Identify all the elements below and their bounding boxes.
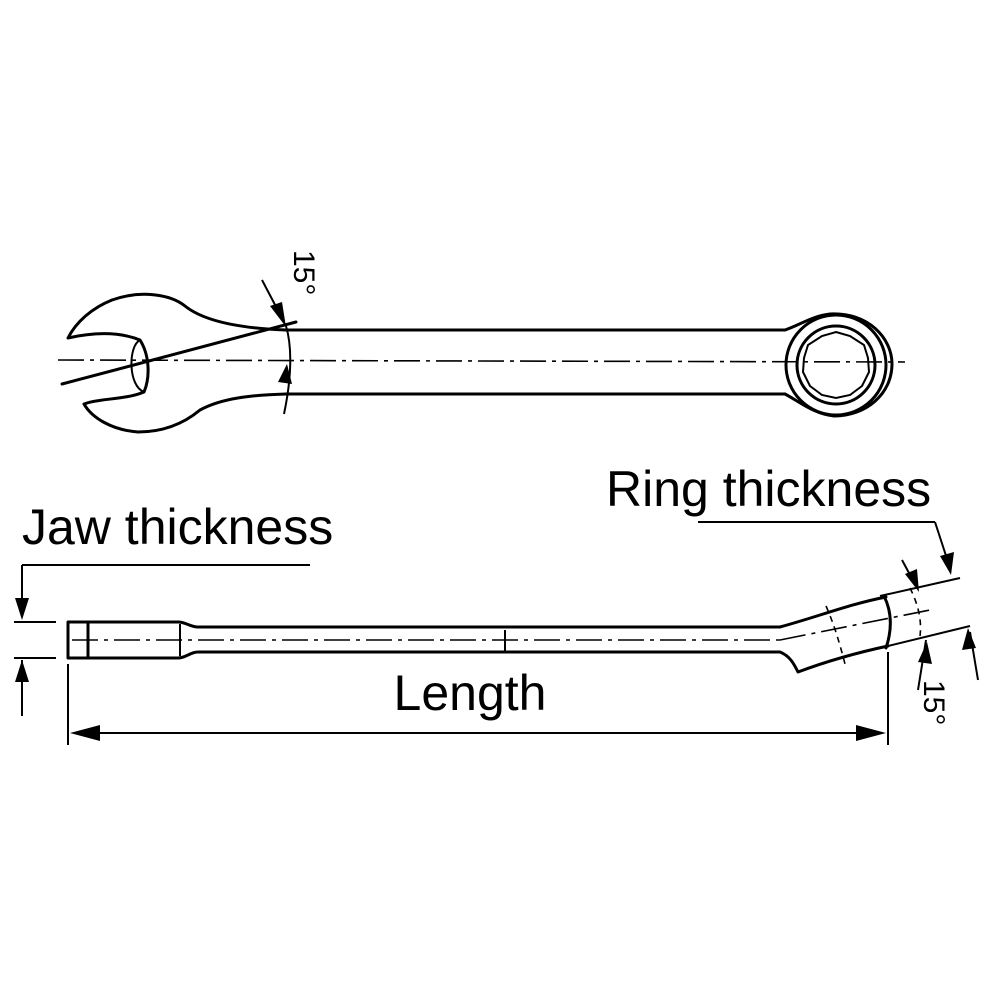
side-center-line-angled bbox=[779, 609, 931, 641]
ring-thickness-arrow-top bbox=[940, 552, 954, 575]
angle-arc-top bbox=[283, 325, 292, 415]
length-arrow-left bbox=[70, 725, 100, 741]
angle-label-top: 15° bbox=[287, 250, 320, 295]
side-handle-lower bbox=[86, 644, 890, 674]
side-angle-arrow-1 bbox=[918, 642, 932, 664]
jaw-angle-line bbox=[60, 320, 298, 386]
open-jaw-outline bbox=[66, 292, 288, 434]
ring-thickness-ext-1 bbox=[879, 577, 961, 597]
angle-arrowhead-top-1 bbox=[270, 302, 286, 327]
ring-end-inner bbox=[825, 605, 847, 669]
wrench-top-view: 15° bbox=[57, 250, 906, 434]
ring-thickness-label: Ring thickness bbox=[606, 461, 931, 517]
jaw-thickness-arrow-top bbox=[15, 598, 29, 620]
ring-twelve-point bbox=[801, 330, 871, 400]
jaw-thickness-arrow-bottom bbox=[15, 660, 29, 682]
ring-thickness-arrow-inner bbox=[905, 569, 919, 592]
top-center-line bbox=[57, 359, 906, 363]
angle-label-side: 15° bbox=[917, 680, 950, 725]
ring-thickness-ext-2 bbox=[887, 625, 971, 647]
jaw-thickness-label: Jaw thickness bbox=[22, 499, 333, 555]
length-label: Length bbox=[394, 665, 547, 721]
side-angle-arrow-2 bbox=[962, 628, 976, 650]
angle-arrowhead-top-2 bbox=[278, 364, 292, 384]
length-arrow-right bbox=[856, 725, 886, 741]
ring-outer bbox=[784, 313, 888, 417]
side-handle-upper bbox=[86, 595, 888, 629]
wrench-side-view: Jaw thickness Ring thickness 15° Length bbox=[14, 461, 979, 745]
ring-end-face bbox=[882, 594, 892, 650]
ring-inner bbox=[795, 324, 877, 406]
